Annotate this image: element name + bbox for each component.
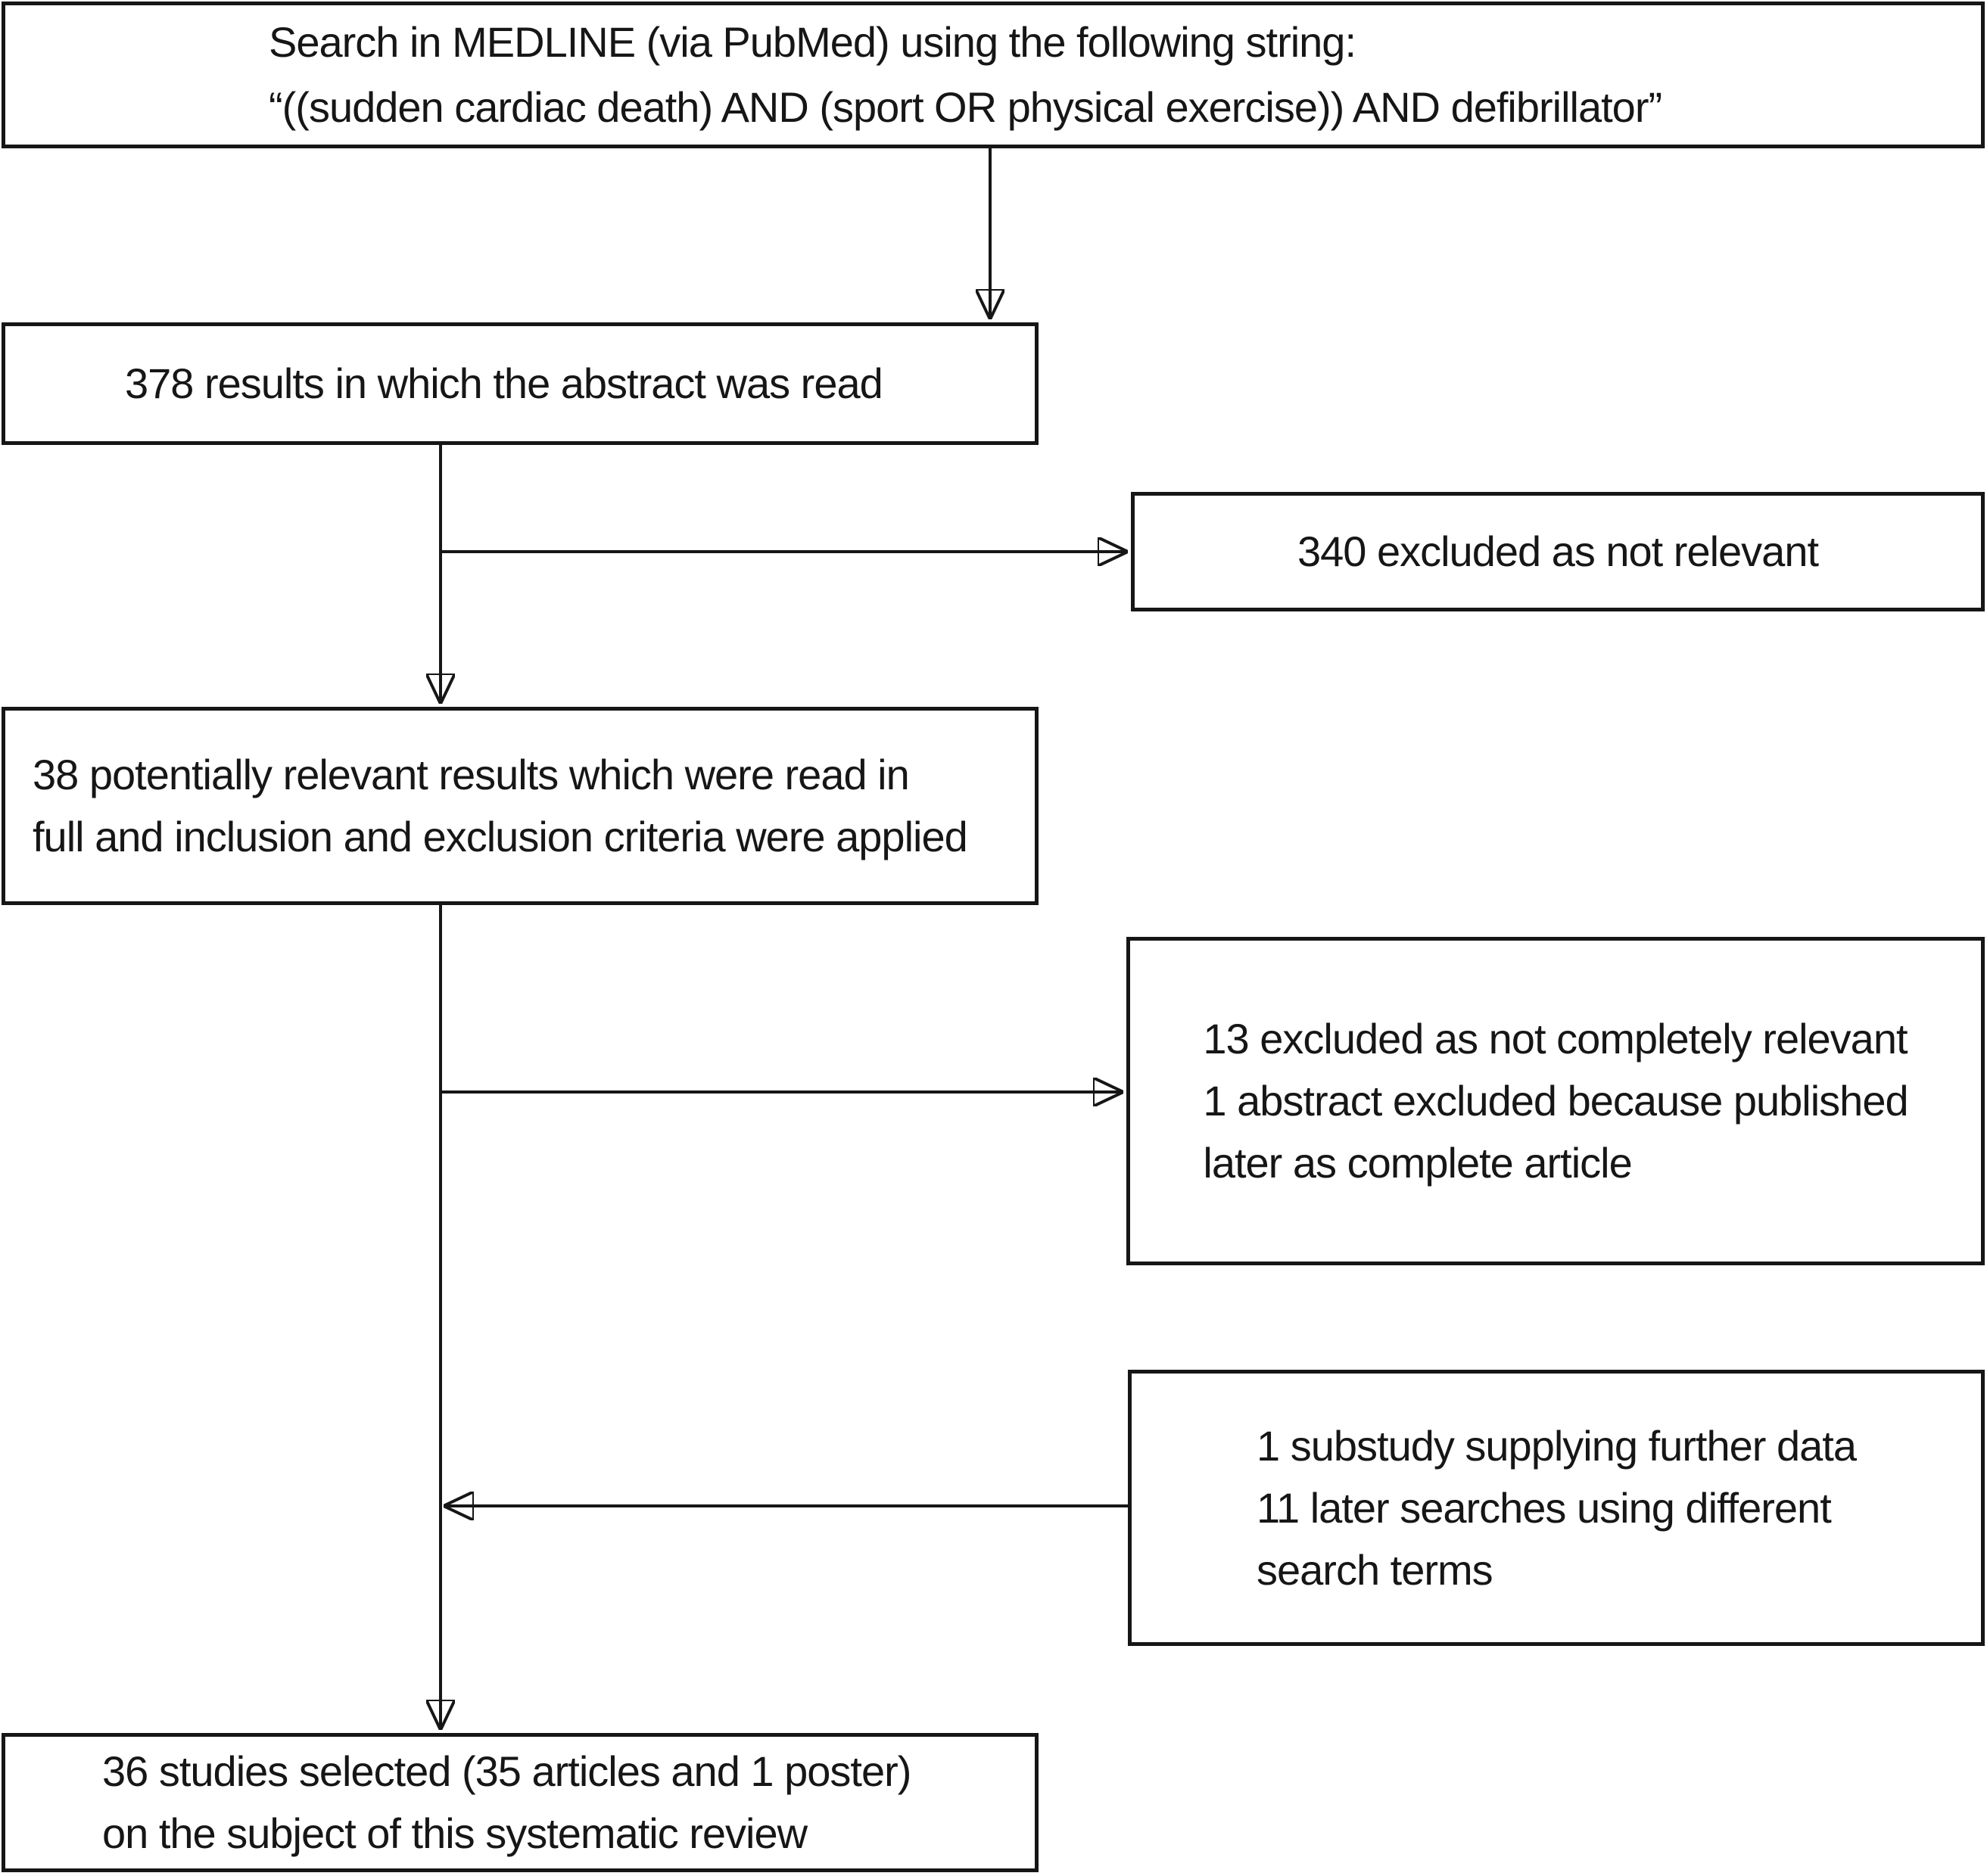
excluded-after-full-read-box: 13 excluded as not completely relevant 1… <box>1126 937 1985 1265</box>
studies-selected-text: 36 studies selected (35 articles and 1 p… <box>5 1741 1035 1865</box>
search-query-line-2: “((sudden cardiac death) AND (sport OR p… <box>269 83 1662 131</box>
abstract-read-box: 378 results in which the abstract was re… <box>2 322 1039 445</box>
excluded-after-full-read-line-2: 1 abstract excluded because published <box>1203 1077 1908 1125</box>
search-query-line-1: Search in MEDLINE (via PubMed) using the… <box>269 18 1356 66</box>
excluded-after-full-read-line-1: 13 excluded as not completely relevant <box>1203 1015 1908 1062</box>
additional-sources-text: 1 substudy supplying further data 11 lat… <box>1257 1415 1857 1601</box>
read-in-full-line-2: full and inclusion and exclusion criteri… <box>33 813 968 860</box>
search-query-text: Search in MEDLINE (via PubMed) using the… <box>5 10 1981 140</box>
excluded-after-full-read-line-3: later as complete article <box>1203 1139 1632 1187</box>
excluded-not-relevant-text: 340 excluded as not relevant <box>1135 521 1981 583</box>
additional-sources-line-2: 11 later searches using different <box>1257 1483 1832 1532</box>
read-in-full-text: 38 potentially relevant results which we… <box>5 744 1035 868</box>
read-in-full-line-1: 38 potentially relevant results which we… <box>33 751 910 798</box>
excluded-not-relevant-line-1: 340 excluded as not relevant <box>1297 527 1819 575</box>
studies-selected-line-1: 36 studies selected (35 articles and 1 p… <box>102 1747 911 1795</box>
read-in-full-box: 38 potentially relevant results which we… <box>2 707 1039 905</box>
additional-sources-line-3: search terms <box>1257 1545 1493 1594</box>
studies-selected-box: 36 studies selected (35 articles and 1 p… <box>2 1733 1039 1872</box>
additional-sources-line-1: 1 substudy supplying further data <box>1257 1421 1857 1470</box>
studies-selected-line-2: on the subject of this systematic review <box>102 1809 808 1857</box>
search-query-box: Search in MEDLINE (via PubMed) using the… <box>2 2 1985 148</box>
abstract-read-line-1: 378 results in which the abstract was re… <box>125 359 883 407</box>
abstract-read-text: 378 results in which the abstract was re… <box>5 353 1035 415</box>
excluded-not-relevant-box: 340 excluded as not relevant <box>1131 492 1985 611</box>
excluded-after-full-read-text: 13 excluded as not completely relevant 1… <box>1203 1008 1908 1194</box>
additional-sources-box: 1 substudy supplying further data 11 lat… <box>1128 1370 1985 1646</box>
